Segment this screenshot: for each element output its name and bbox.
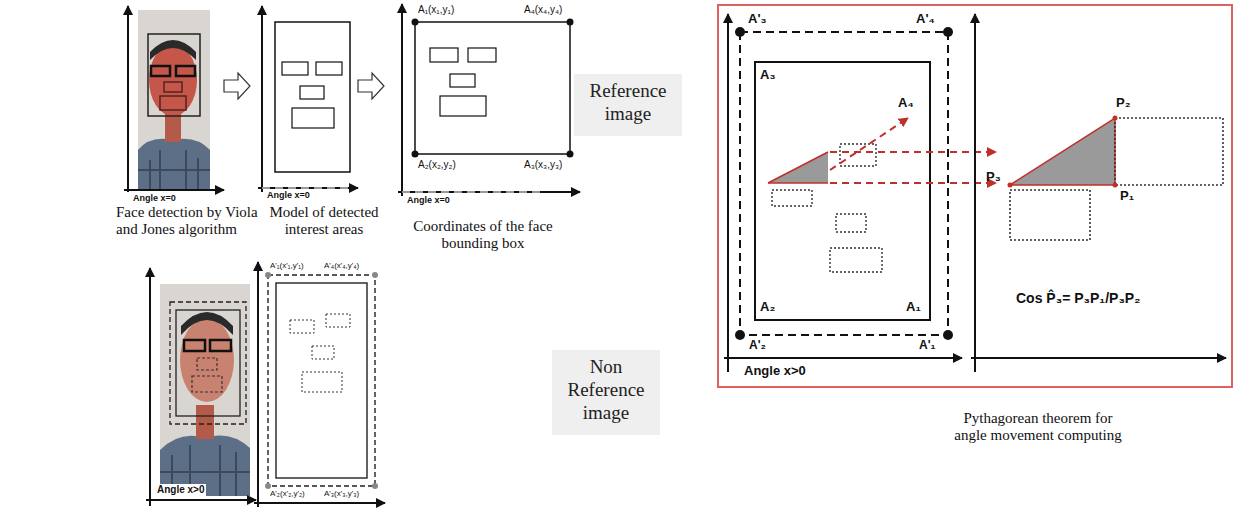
point-label: P₃ — [986, 170, 1001, 185]
corner-label: A'₁ — [918, 339, 936, 353]
corner-label: A'₃ — [748, 12, 767, 27]
corner-label: A₄(x₄,y₄) — [524, 4, 562, 16]
axis-label: Angle x=0 — [406, 195, 451, 205]
point-label: P₂ — [1116, 96, 1130, 111]
label-box: Non Reference image — [552, 350, 660, 435]
corner-label: A₁(x₁,y₁) — [418, 4, 454, 16]
formula: Cos P̂₃= P₃P₁/P₃P₂ — [1016, 290, 1140, 306]
caption: Face detection by Viola and Jones algori… — [116, 204, 266, 239]
corner-label: A'₂ — [748, 339, 767, 353]
box-text: Non Reference image — [558, 356, 654, 424]
caption: Pythagorean theorem for angle movement c… — [948, 410, 1128, 445]
axis-label: Angle x>0 — [156, 484, 206, 496]
corner-label: A₂(x₂,y₂) — [418, 159, 456, 171]
corner-label: A'₄(x'₄,y'₄) — [324, 261, 359, 270]
non-reference-photo — [160, 284, 250, 496]
reference-photo — [138, 10, 210, 190]
box-text: Reference image — [580, 80, 676, 126]
corner-label: A'₁(x'₁,y'₁) — [270, 261, 304, 270]
corner-label: A'₄ — [916, 12, 935, 27]
axis-label: Angle x=0 — [132, 193, 177, 203]
corner-label: A₃ — [760, 68, 775, 83]
caption: Model of detected interest areas — [268, 204, 380, 239]
label-box: Reference image — [574, 74, 682, 136]
point-label: P₁ — [1120, 189, 1134, 204]
corner-label: A'₃(x'₃,y'₃) — [324, 489, 359, 498]
corner-label: A₂ — [760, 300, 775, 315]
axis-label: Angle x>0 — [744, 364, 806, 379]
corner-label: A₃(x₃,y₃) — [524, 159, 562, 171]
caption: Coordinates of the face bounding box — [398, 218, 568, 253]
corner-label: A₄ — [898, 96, 914, 111]
axis-label: Angle x=0 — [266, 190, 311, 200]
corner-label: A'₂(x'₂,y'₂) — [270, 489, 305, 498]
corner-label: A₁ — [906, 300, 921, 315]
